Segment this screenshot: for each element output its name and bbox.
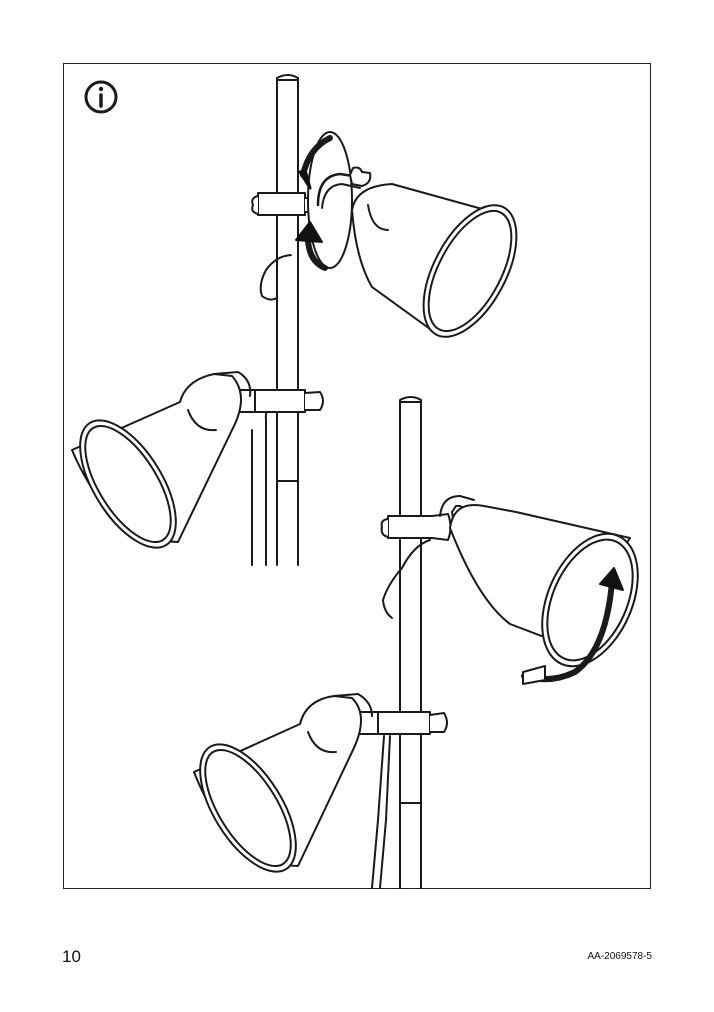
floor-lamp-top-left (71, 74, 518, 566)
document-code: AA-2069578-5 (587, 951, 653, 962)
page-number: 10 (62, 947, 81, 966)
illustration-frame (63, 63, 651, 889)
info-icon (84, 80, 118, 114)
floor-lamp-bottom-right (193, 396, 639, 889)
